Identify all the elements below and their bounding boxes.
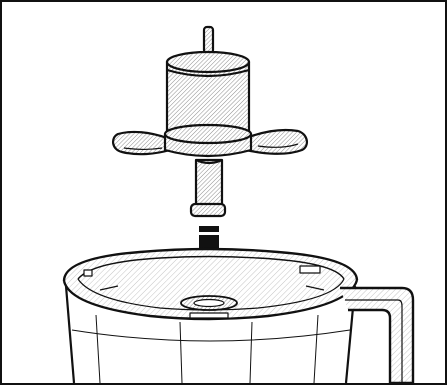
hub-top — [167, 52, 249, 72]
shaft-end-ring — [191, 204, 225, 216]
left-blade — [113, 132, 170, 154]
drive-pin — [204, 27, 213, 53]
blade-shaft — [196, 160, 222, 206]
